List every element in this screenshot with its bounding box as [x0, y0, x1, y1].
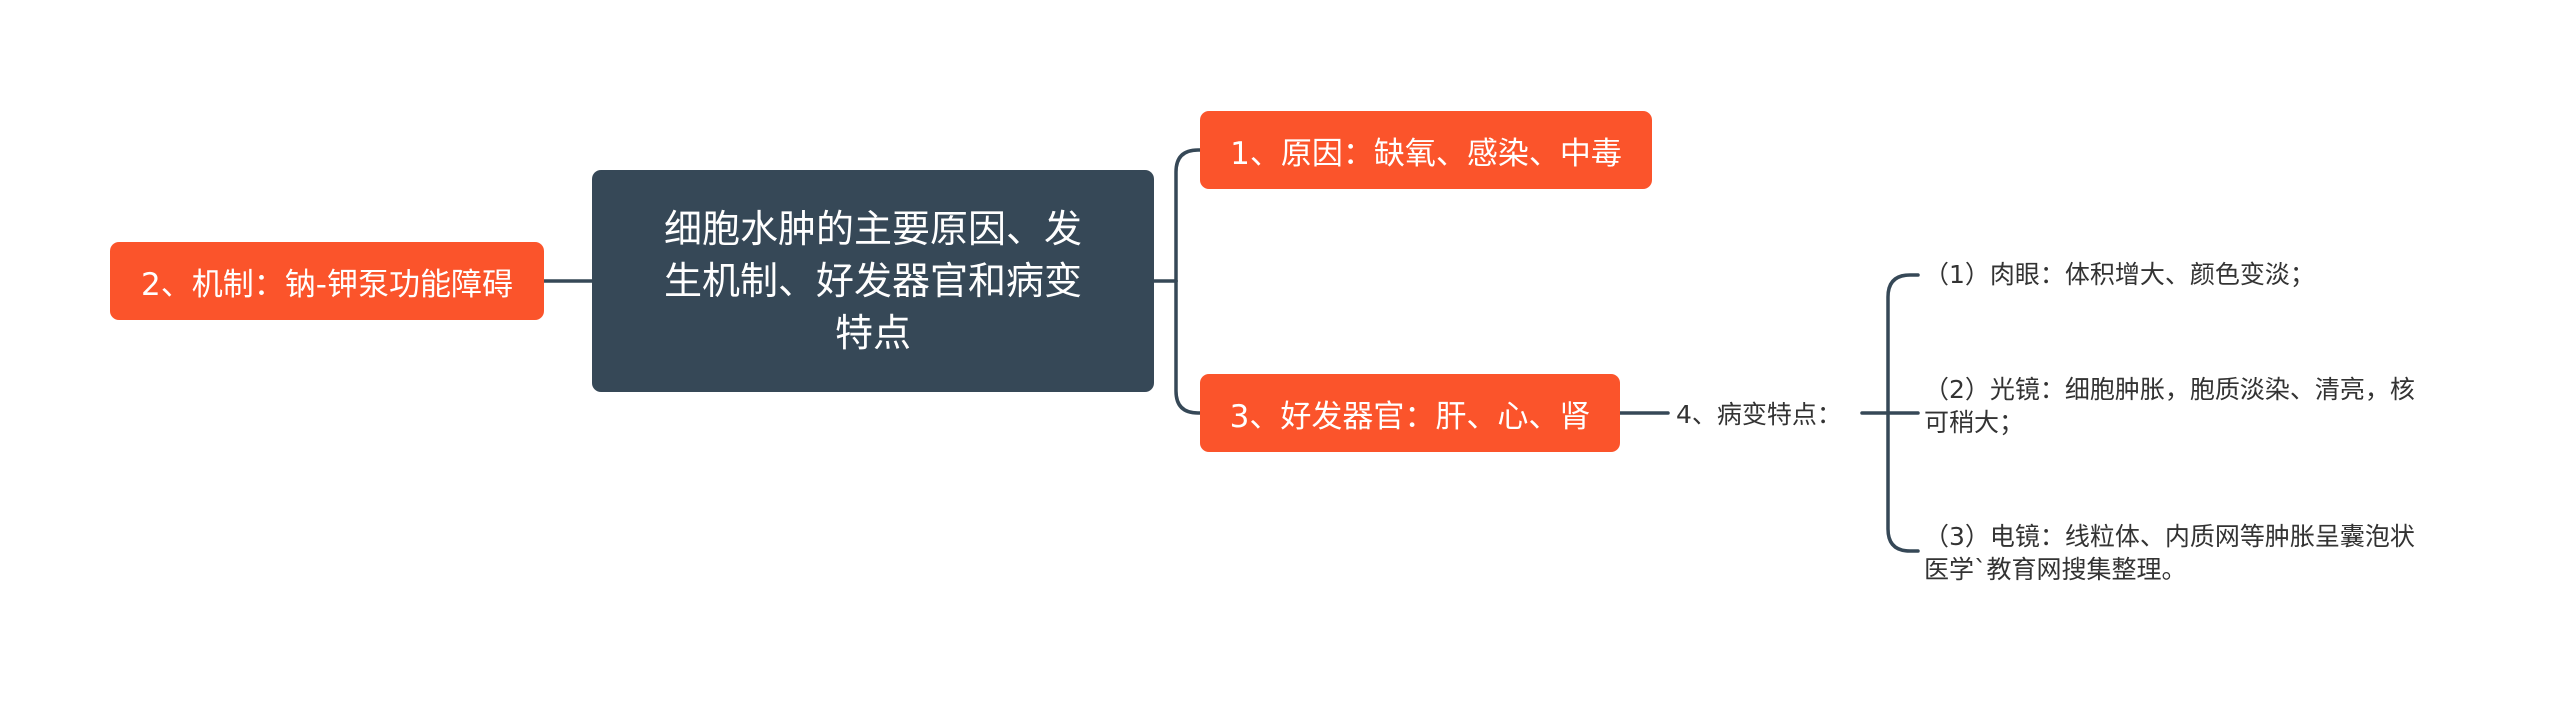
leaf-gross[interactable]: （1）肉眼：体积增大、颜色变淡； — [1924, 258, 2464, 291]
link-root-cause — [1174, 148, 1202, 283]
leaf-em-line-1: （3）电镜：线粒体、内质网等肿胀呈囊泡状 — [1924, 522, 2415, 551]
leaf-em-line-2: 医学`教育网搜集整理。 — [1924, 555, 2187, 584]
branch-mechanism[interactable]: 2、机制：钠-钾泵功能障碍 — [110, 242, 544, 320]
link-root-organs — [1174, 279, 1202, 415]
branch-organs[interactable]: 3、好发器官：肝、心、肾 — [1200, 374, 1620, 452]
leaf-light-line-1: （2）光镜：细胞肿胀，胞质淡染、清亮，核 — [1924, 375, 2415, 404]
branch-cause-label: 1、原因：缺氧、感染、中毒 — [1230, 135, 1622, 172]
branch-organs-label: 3、好发器官：肝、心、肾 — [1229, 398, 1591, 435]
leaf-electron-microscope[interactable]: （3）电镜：线粒体、内质网等肿胀呈囊泡状 医学`教育网搜集整理。 — [1924, 520, 2464, 586]
branch-cause[interactable]: 1、原因：缺氧、感染、中毒 — [1200, 111, 1652, 189]
leaf-light-line-2: 可稍大； — [1924, 408, 2025, 437]
branch-features[interactable]: 4、病变特点： — [1676, 398, 1842, 431]
root-topic-line-2: 生机制、好发器官和病变 — [663, 259, 1082, 303]
leaf-gross-text: （1）肉眼：体积增大、颜色变淡； — [1924, 260, 2315, 289]
leaf-light-microscope[interactable]: （2）光镜：细胞肿胀，胞质淡染、清亮，核 可稍大； — [1924, 373, 2464, 439]
branch-features-label: 4、病变特点： — [1676, 400, 1842, 429]
root-topic-line-3: 特点 — [834, 311, 911, 355]
link-features-em — [1886, 411, 1920, 553]
root-topic-line-1: 细胞水肿的主要原因、发 — [663, 207, 1082, 251]
root-topic[interactable]: 细胞水肿的主要原因、发 生机制、好发器官和病变 特点 — [592, 170, 1154, 392]
branch-mechanism-label: 2、机制：钠-钾泵功能障碍 — [141, 266, 513, 303]
link-features-gross — [1886, 273, 1920, 415]
